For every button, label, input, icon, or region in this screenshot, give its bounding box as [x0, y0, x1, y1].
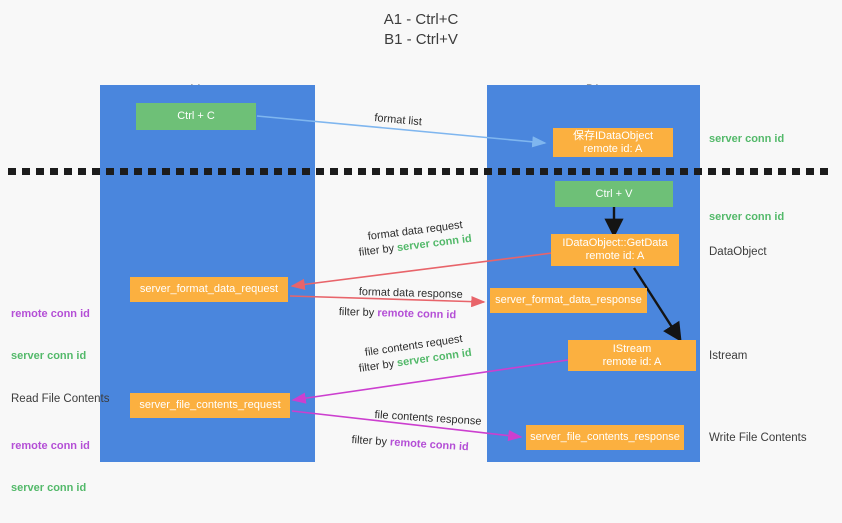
node-istream[interactable]: IStream remote id: A: [568, 340, 696, 371]
node-ctrl-v[interactable]: Ctrl + V: [555, 181, 673, 207]
label-server-conn-id-mid: server conn id: [709, 211, 785, 223]
edge-label-file-contents-response: file contents response: [374, 408, 482, 428]
diagram-canvas: A1 - Ctrl+C B1 - Ctrl+V A1 remote B1 con…: [8, 11, 834, 494]
label-dataobject: DataObject: [709, 246, 767, 258]
edge-label-format-list: format list: [373, 111, 423, 129]
phase-separator-dashed-line: [8, 168, 834, 175]
node-idataobject-getdata[interactable]: IDataObject::GetData remote id: A: [551, 234, 679, 266]
node-ctrl-v-label: Ctrl + V: [595, 187, 633, 200]
label-write-file-contents: Write File Contents: [709, 432, 807, 444]
node-idataobject-getdata-label: IDataObject::GetData: [562, 237, 668, 249]
node-idataobject-getdata-sub: remote id: A: [585, 250, 645, 262]
page-title: A1 - Ctrl+C B1 - Ctrl+V: [383, 11, 459, 48]
node-idataobject-copy-sub: remote id: A: [583, 142, 643, 155]
label-remote-conn-id-2: remote conn id: [11, 440, 90, 452]
edge-label-format-data-response-filter-pre: filter by: [338, 305, 378, 320]
label-remote-conn-id-1: remote conn id: [11, 308, 90, 320]
edge-label-file-contents-response-filter-key: remote conn id: [389, 436, 470, 454]
label-conn-ids-format: remote conn id server conn id: [11, 279, 90, 391]
label-server-conn-id-1: server conn id: [11, 350, 87, 362]
edge-label-file-contents-response-filter-pre: filter by: [351, 433, 391, 449]
label-server-conn-id-top: server conn id: [709, 133, 785, 145]
node-ctrl-c[interactable]: Ctrl + C: [136, 103, 256, 130]
node-server-format-data-response[interactable]: server_format_data_response: [490, 288, 647, 313]
node-idataobject-copy-label: 保存IDataObject: [572, 129, 654, 142]
edge-label-file-contents-response-filter: filter by remote conn id: [351, 433, 469, 454]
edge-label-file-contents-request-filter-pre: filter by: [358, 357, 398, 375]
label-conn-ids-file: remote conn id server conn id: [11, 411, 90, 523]
node-istream-sub: remote id: A: [602, 355, 662, 368]
edge-label-format-data-response-filter: filter by remote conn id: [339, 305, 457, 322]
node-ctrl-c-label: Ctrl + C: [177, 110, 215, 122]
node-server-file-contents-request[interactable]: server_file_contents_request: [130, 393, 290, 418]
label-istream: Istream: [709, 350, 748, 362]
node-idataobject-copy[interactable]: 保存IDataObject remote id: A: [553, 128, 673, 157]
label-server-conn-id-2: server conn id: [11, 482, 87, 494]
node-istream-label: IStream: [612, 342, 652, 355]
edge-label-format-data-response: format data response: [358, 285, 463, 301]
edge-label-format-data-request-filter-pre: filter by: [358, 242, 398, 259]
node-server-format-data-request-label: server_format_data_request: [139, 283, 279, 295]
node-server-file-contents-response-label: server_file_contents_response: [530, 431, 680, 443]
edge-label-format-data-response-filter-key: remote conn id: [377, 307, 457, 322]
label-read-file-contents: Read File Contents: [11, 393, 110, 405]
node-server-file-contents-response[interactable]: server_file_contents_response: [526, 425, 684, 450]
node-server-format-data-response-label: server_format_data_response: [495, 294, 642, 306]
node-server-file-contents-request-label: server_file_contents_request: [139, 399, 281, 411]
node-server-format-data-request[interactable]: server_format_data_request: [130, 277, 288, 302]
